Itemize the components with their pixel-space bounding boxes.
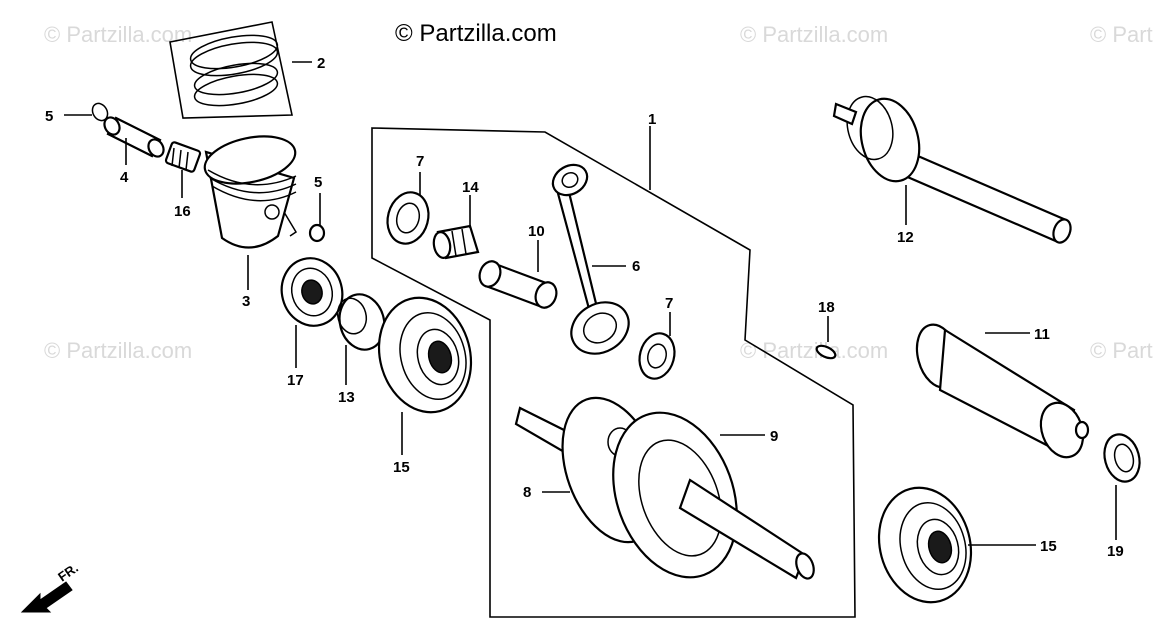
callout-15: 15 [1040,538,1057,555]
callout-7: 7 [416,153,424,170]
front-arrow-icon: FR. [20,560,81,613]
callout-8: 8 [523,484,531,501]
watermark: © Partzilla.com [44,22,193,47]
callout-11: 11 [1034,326,1050,343]
callout-5: 5 [45,108,53,125]
piston-rings [189,34,279,107]
crank-assembly-outline [371,127,856,618]
main-bearing [377,296,473,414]
callout-19: 19 [1107,543,1124,560]
thrust-washer [638,332,676,380]
leader-lines [64,61,1117,546]
callout-9: 9 [770,428,778,445]
callout-10: 10 [528,223,545,240]
watermark: © Part [1090,22,1153,47]
front-label: FR. [55,560,81,584]
balancer-bearing [1103,433,1141,483]
callout-1: 1 [648,111,656,128]
main-bearing [877,486,973,604]
watermark: © Part [1090,338,1153,363]
copyright-text: © Partzilla.com [395,20,557,47]
callout-16: 16 [174,203,191,220]
callout-2: 2 [317,55,325,72]
crankshaft-right [612,411,815,580]
oil-seal [280,257,344,327]
callout-5: 5 [314,174,322,191]
small-end-bearing [164,141,202,173]
crank-pin [478,260,558,309]
watermark: © Partzilla.com [740,22,889,47]
piston-pin [103,116,165,158]
woodruff-key [815,344,837,360]
connecting-rod [551,163,630,355]
crank-pin-bearing [432,224,480,260]
callout-13: 13 [338,389,355,406]
callout-12: 12 [897,229,914,246]
callout-7: 7 [665,295,673,312]
balancer-shaft [915,323,1090,459]
callout-6: 6 [632,258,640,275]
collar [336,293,386,351]
piston-ring-box [169,21,293,119]
callout-4: 4 [120,169,129,186]
piston [203,135,298,249]
callout-17: 17 [287,372,304,389]
kickstart-spindle [832,95,1072,244]
callout-3: 3 [242,293,250,310]
piston-pin-clip [308,223,326,243]
callout-15: 15 [393,459,410,476]
thrust-washer [386,191,430,245]
watermark: © Partzilla.com [740,338,889,363]
callout-18: 18 [818,299,835,316]
callout-14: 14 [462,179,479,196]
watermark: © Partzilla.com [44,338,193,363]
